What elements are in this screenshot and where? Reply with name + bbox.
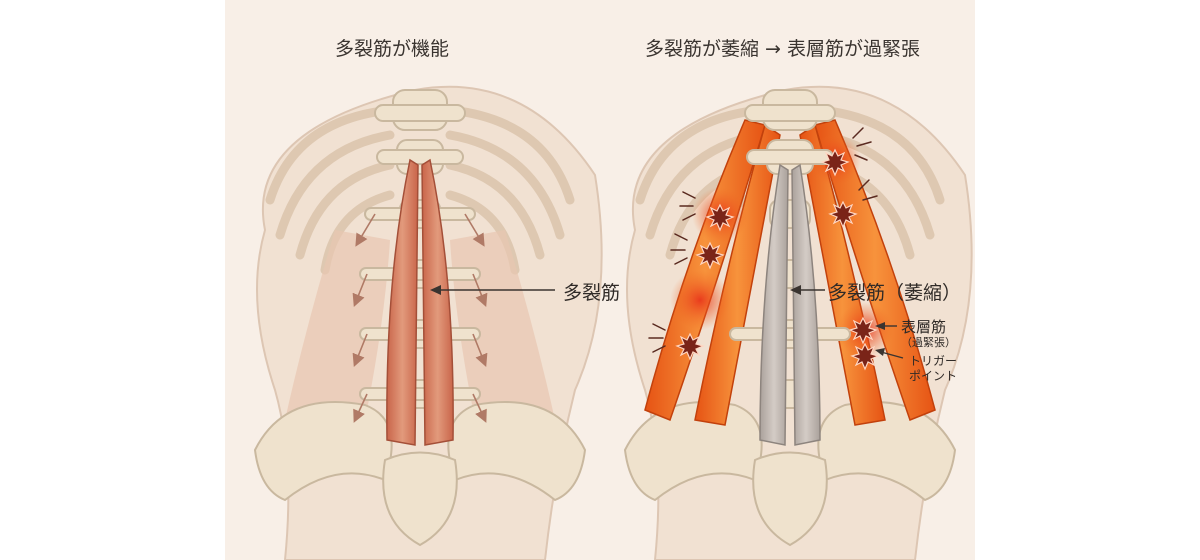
illustration [253,85,973,560]
tension-lines-icon [648,127,878,353]
arrow-left-icon-right [790,285,904,359]
left-ribs [265,105,575,275]
diagram-canvas: 多裂筋が機能 多裂筋が萎縮 → 表層筋が過緊張 多裂筋 多裂筋（萎縮） 表層筋 … [225,0,975,560]
right-multifidus-atrophied [759,163,821,446]
right-panel-illustration [623,85,973,560]
trigger-point-icon [675,148,880,371]
trigger-point-label-line2: ポイント [909,369,958,383]
left-panel-title: 多裂筋が機能 [335,38,450,60]
superficial-muscle-sublabel: （過緊張） [901,336,956,349]
trigger-point-label-line1: トリガー [909,354,958,368]
left-vertebrae [359,89,481,409]
left-panel-illustration [253,85,603,560]
right-panel-title: 多裂筋が萎縮 → 表層筋が過緊張 [645,38,920,60]
superficial-muscle-label: 表層筋 [901,318,947,336]
left-multifidus-label: 多裂筋 [563,282,621,304]
arrow-left-icon [430,285,555,295]
left-multifidus-muscle [386,158,454,446]
right-multifidus-atrophy-label: 多裂筋（萎縮） [828,282,962,304]
left-function-arrows [352,213,488,423]
